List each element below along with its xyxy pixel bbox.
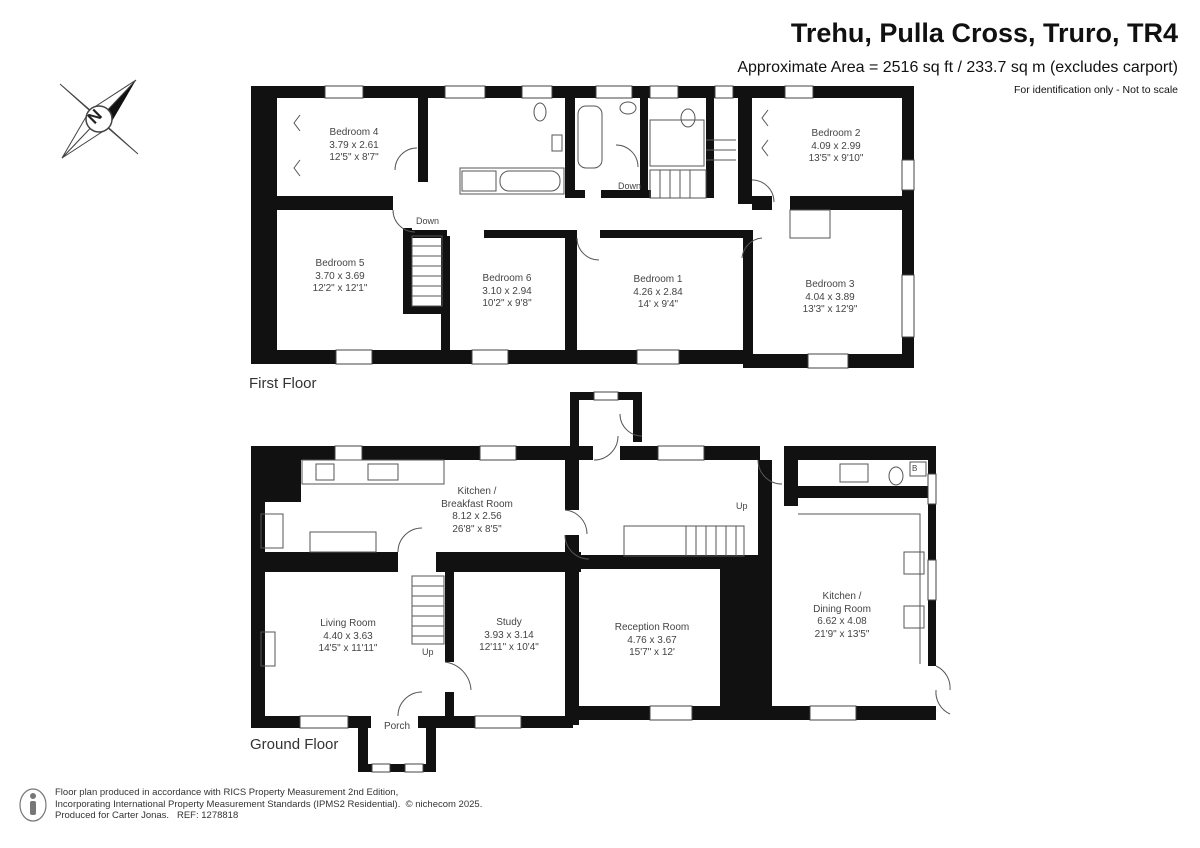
gf-wall-east [928,446,936,666]
gf-wall-west [251,446,265,728]
ff-wall-bed6-west [441,236,450,354]
ff-wall-bed1-north [600,230,751,238]
room-metric: 3.10 x 2.94 [482,285,532,297]
ff-wall-bed3-west [743,230,753,368]
room-metric: 3.93 x 3.14 [484,629,534,641]
room-imperial: 13'3" x 12'9" [802,304,858,315]
room-imperial: 13'5" x 9'10" [808,153,864,164]
footer-line-3: Produced for Carter Jonas. [55,810,170,821]
room-imperial: 14'5" x 11'11" [318,643,378,654]
room-name: Study [496,617,522,628]
room-study: Study 3.93 x 3.14 12'11" x 10'4" [459,617,559,655]
room-name-line2: Dining Room [813,603,871,615]
room-name: Bedroom 4 [329,127,379,138]
room-imperial: 21'9" x 13'5" [814,628,870,640]
room-name: Kitchen / [822,591,862,602]
room-imperial: 12'11" x 10'4" [479,642,539,653]
room-bedroom-6: Bedroom 6 3.10 x 2.94 10'2" x 9'8" [457,273,557,311]
room-metric: 4.09 x 2.99 [811,140,861,152]
room-name: Bedroom 1 [633,274,683,285]
room-reception: Reception Room 4.76 x 3.67 15'7" x 12' [602,622,702,660]
room-kitchen-dining: Kitchen / Dining Room 6.62 x 4.08 21'9" … [792,591,892,641]
room-imperial: 10'2" x 9'8" [482,298,532,309]
room-name: Bedroom 5 [315,258,365,269]
room-bedroom-1: Bedroom 1 4.26 x 2.84 14' x 9'4" [608,274,708,312]
room-kitchen-breakfast: Kitchen / Breakfast Room 8.12 x 2.56 26'… [427,486,527,536]
gf-wall-living-north [265,552,398,572]
footer-text: Floor plan produced in accordance with R… [55,787,482,822]
ff-wall-north-right [752,86,914,98]
stair-label-up: Up [422,647,434,657]
gf-wall-hall-west [570,392,579,454]
ff-wall-south-left [251,350,575,364]
ground-floor-label: Ground Floor [250,736,339,753]
room-name: Kitchen / [457,486,497,497]
area-summary: Approximate Area = 2516 sq ft / 233.7 sq… [737,59,1178,76]
stair-label-up: Up [736,501,748,511]
room-imperial: 14' x 9'4" [637,299,679,310]
gf-chimney-reception [720,555,758,715]
boiler-label: B [912,464,918,473]
gf-wall-reception-north [575,555,720,569]
room-imperial: 12'5" x 8'7" [329,152,379,163]
compass-icon [59,79,139,159]
gf-wall-north-left [251,446,577,460]
room-name: Bedroom 3 [805,279,855,290]
room-name: Bedroom 6 [482,273,532,284]
person-icon [19,788,47,822]
room-metric: 4.04 x 3.89 [805,291,855,303]
ff-wall-bed4-east [418,98,428,182]
gf-wall-north-right [784,446,936,460]
room-porch: Porch [377,721,417,734]
stair-label-down: Down [618,181,642,191]
room-metric: 3.70 x 3.69 [315,270,365,282]
room-metric: 4.26 x 2.84 [633,286,683,298]
ff-wall-step [738,86,752,204]
room-bedroom-3: Bedroom 3 4.04 x 3.89 13'3" x 12'9" [780,279,880,317]
ff-wall-stair-west [403,228,412,314]
room-name: Porch [383,721,411,732]
stair-label-down: Down [416,216,440,226]
footer-line-2: Incorporating International Property Mea… [55,798,401,810]
room-metric: 6.62 x 4.08 [817,616,867,627]
gf-wall-kitchen-east [565,460,579,510]
room-name-line2: Breakfast Room [441,498,513,510]
room-name: Living Room [320,618,376,629]
first-floor-label: First Floor [249,375,317,392]
room-name: Bedroom 2 [811,128,861,139]
disclaimer-note: For identification only - Not to scale [1014,84,1178,96]
room-name: Reception Room [614,622,690,633]
gf-wall-south-right [856,706,936,720]
ff-wall-bed6-north [484,230,575,238]
room-imperial: 26'8" x 8'5" [452,523,502,535]
room-imperial: 15'7" x 12' [629,647,675,658]
gf-wall-study-north [436,552,581,572]
ff-wall-west [251,86,277,364]
room-metric: 3.79 x 2.61 [329,139,379,151]
footer-ref: REF: 1278818 [176,810,239,821]
room-living: Living Room 4.40 x 3.63 14'5" x 11'11" [298,618,398,656]
room-imperial: 12'2" x 12'1" [312,283,368,294]
footer-copyright: © nichecom 2025. [405,798,483,810]
room-bedroom-4: Bedroom 4 3.79 x 2.61 12'5" x 8'7" [304,127,404,165]
ff-wall-bed2-south [790,196,914,210]
ff-wall-bed1-west [565,230,577,354]
room-metric: 8.12 x 2.56 [452,511,502,522]
gf-wall-kd-west [758,460,772,720]
room-metric: 4.40 x 3.63 [323,630,373,642]
ff-wall-bath-west [565,98,575,198]
footer-line-1: Floor plan produced in accordance with R… [55,787,399,798]
room-bedroom-2: Bedroom 2 4.09 x 2.99 13'5" x 9'10" [786,128,886,166]
gf-wall-study-east [565,535,579,725]
property-title: Trehu, Pulla Cross, Truro, TR4 [790,18,1178,48]
ff-wall-corridor-north-left [251,196,393,210]
room-bedroom-5: Bedroom 5 3.70 x 3.69 12'2" x 12'1" [290,258,390,296]
room-metric: 4.76 x 3.67 [627,634,677,646]
